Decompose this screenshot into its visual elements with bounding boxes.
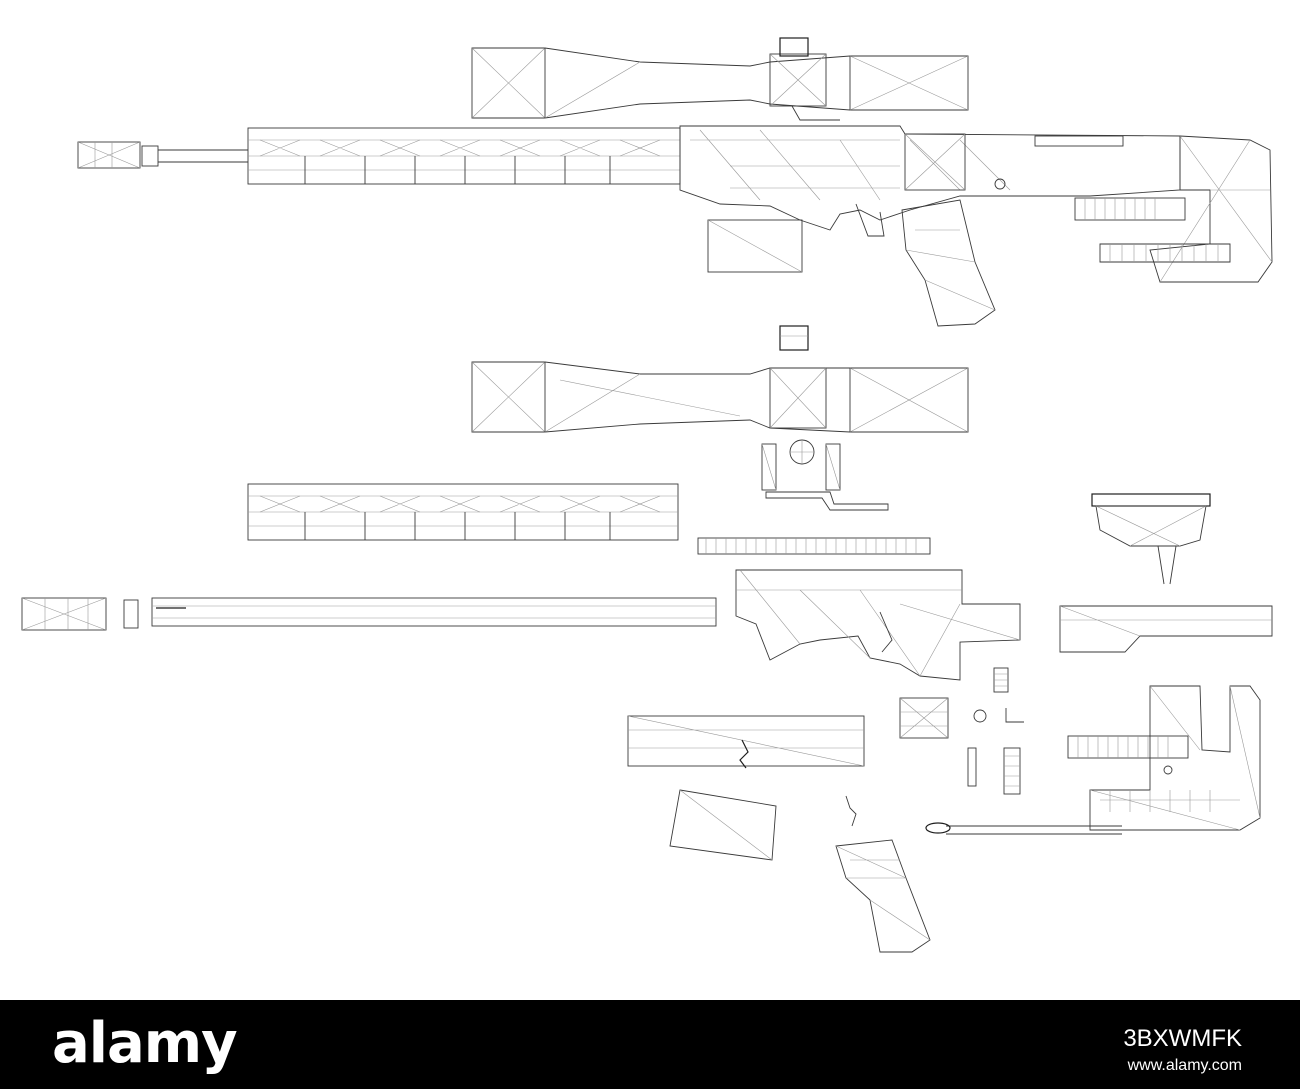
assembled-buttstock (1074, 135, 1273, 283)
site-url: www.alamy.com (1127, 1057, 1242, 1074)
part-muzzle-brake (21, 597, 107, 631)
part-pistol-grip (835, 839, 931, 953)
part-small-hardware (899, 667, 1024, 795)
part-scope-mount (761, 439, 889, 511)
assembled-muzzle-brake (77, 141, 159, 169)
wireframe-drawing (21, 37, 1273, 953)
part-buttstock (1067, 685, 1261, 831)
part-handguard (247, 483, 679, 541)
assembled-magazine (707, 219, 803, 273)
part-bolt (627, 715, 865, 769)
exploded-rifle-diagram (21, 37, 1273, 953)
watermark-banner: alamy 3BXWMFK www.alamy.com (0, 1000, 1300, 1089)
part-barrel (151, 597, 717, 627)
part-stock-tube (1059, 605, 1273, 653)
part-magazine (669, 789, 777, 861)
assembled-receiver (679, 125, 1181, 231)
assembled-pistol-grip (855, 199, 996, 327)
part-bolt-handle (925, 822, 1122, 835)
part-scope (471, 361, 969, 433)
part-cheek-rest (1091, 493, 1211, 585)
assembled-rifle (77, 37, 1273, 327)
image-id: 3BXWMFK (1123, 1025, 1242, 1052)
brand-logo: alamy (52, 1011, 238, 1076)
part-crush-washer (123, 599, 139, 629)
part-lower-receiver (735, 569, 1021, 681)
assembled-scope (471, 37, 969, 121)
part-top-rail (697, 537, 931, 555)
assembled-handguard (247, 127, 681, 185)
part-trigger (845, 795, 857, 827)
part-turret-cap (779, 325, 809, 351)
